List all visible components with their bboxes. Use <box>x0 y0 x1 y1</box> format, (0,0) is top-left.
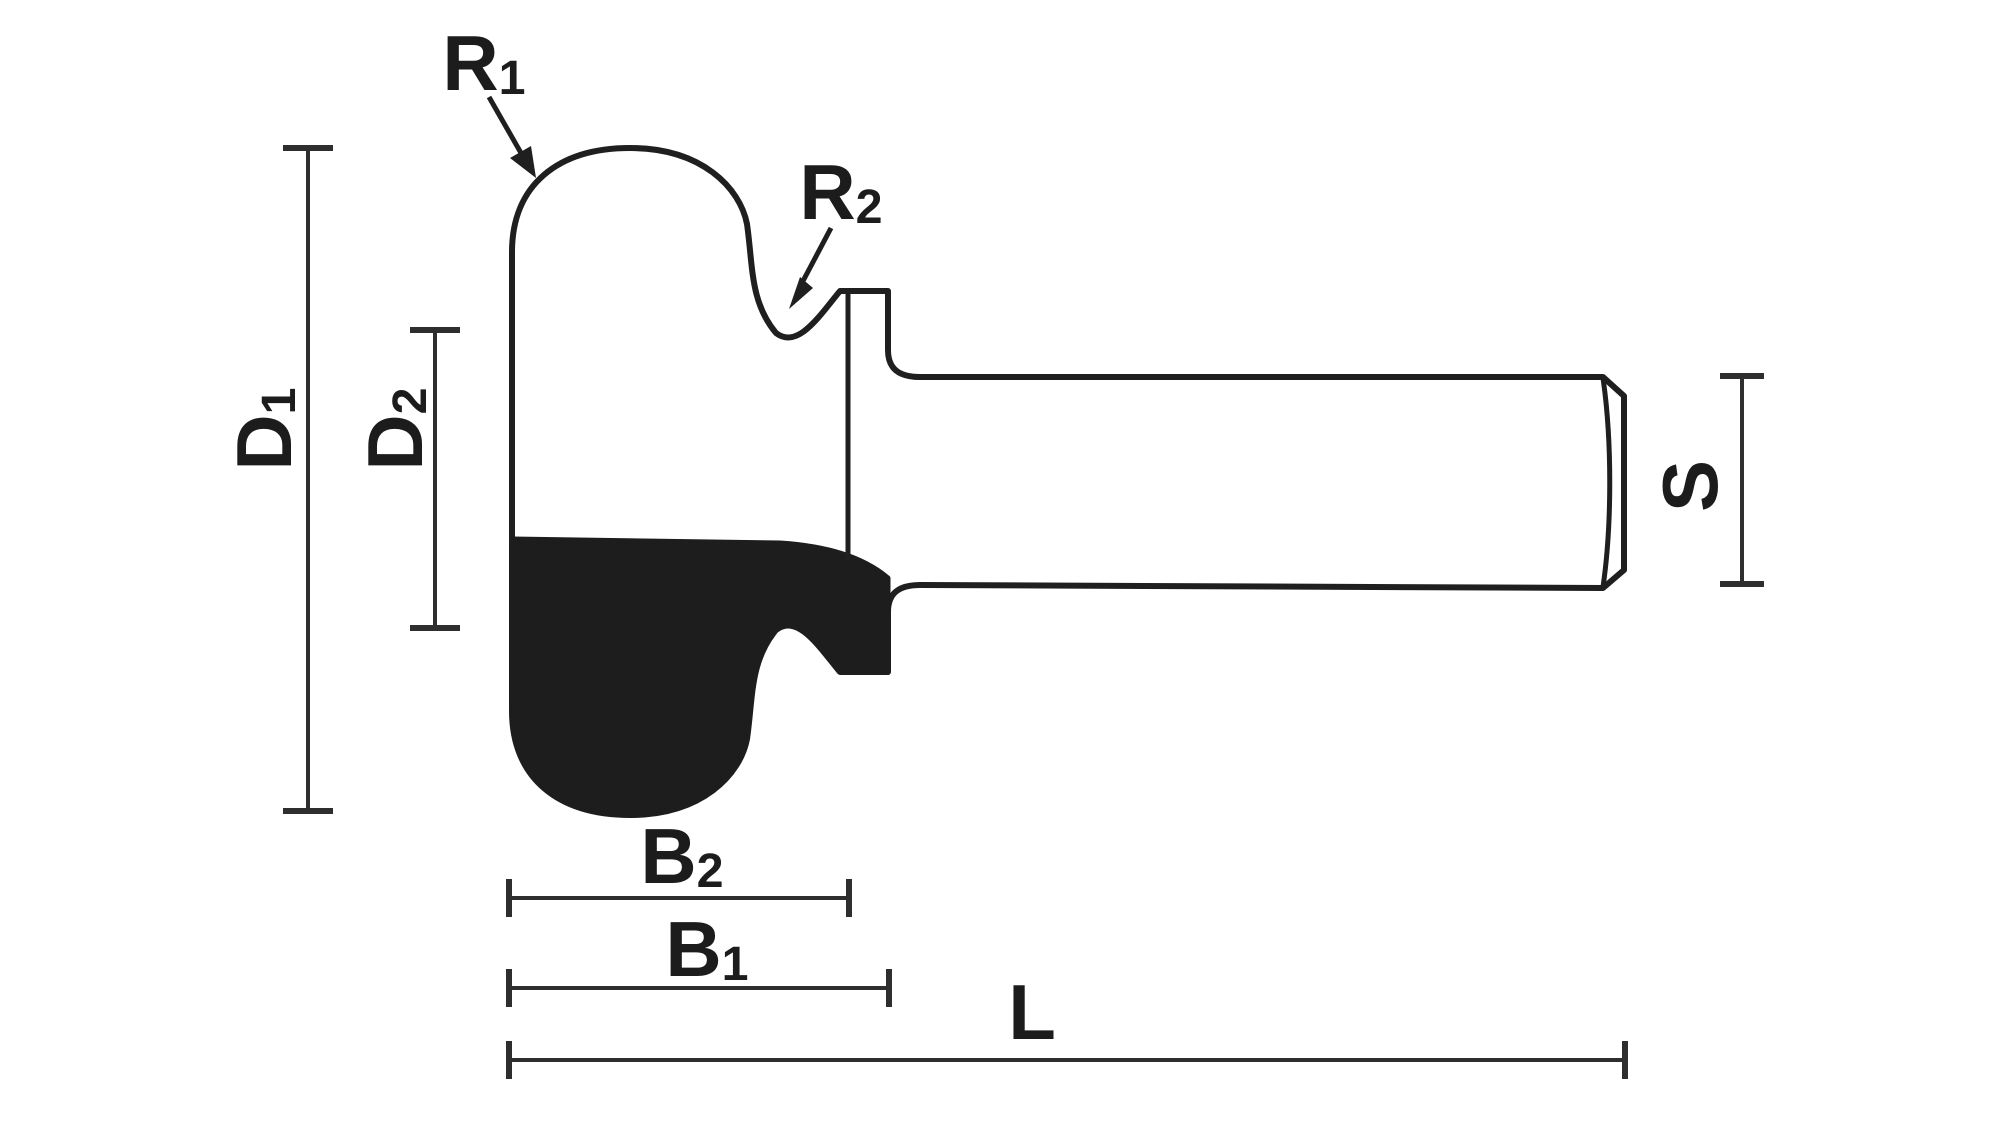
l-label: L <box>1008 973 1056 1051</box>
d2-label-base: D <box>351 416 439 471</box>
s-label: S <box>1646 460 1734 512</box>
r1-label-sub: 1 <box>498 50 526 105</box>
r1-label-base: R <box>442 19 498 107</box>
r2-label: R2 <box>799 153 883 234</box>
cutter-bottom-fill <box>509 536 891 818</box>
b2-dimension <box>506 879 852 917</box>
d1-label-base: D <box>220 416 308 471</box>
l-label-base: L <box>1008 968 1056 1056</box>
d1-label-sub: 1 <box>251 389 306 415</box>
d1-dimension <box>283 145 333 814</box>
d1-label: D1 <box>220 389 308 470</box>
r1-arrow <box>486 95 536 178</box>
d2-dimension <box>410 327 460 631</box>
r2-label-sub: 2 <box>855 179 883 234</box>
r2-arrow <box>789 226 834 309</box>
r1-arrowhead <box>510 146 536 178</box>
r2-arrowhead <box>789 277 813 309</box>
r2-label-base: R <box>799 148 855 236</box>
b1-label-base: B <box>665 905 721 993</box>
b2-label: B2 <box>640 817 724 898</box>
r1-label: R1 <box>442 24 526 105</box>
b2-label-base: B <box>640 812 696 900</box>
r1-arrow-line <box>486 95 524 155</box>
s-dimension <box>1720 373 1764 587</box>
b1-label: B1 <box>665 910 749 991</box>
b1-dimension <box>506 969 892 1007</box>
b1-label-sub: 1 <box>721 936 749 991</box>
l-dimension <box>506 1041 1628 1079</box>
d2-label: D2 <box>351 389 439 470</box>
shank-end-chamfer-line <box>1600 377 1613 588</box>
d2-label-sub: 2 <box>382 389 437 415</box>
r2-arrow-line <box>800 226 834 283</box>
b2-label-sub: 2 <box>696 843 724 898</box>
s-label-base: S <box>1646 461 1734 512</box>
